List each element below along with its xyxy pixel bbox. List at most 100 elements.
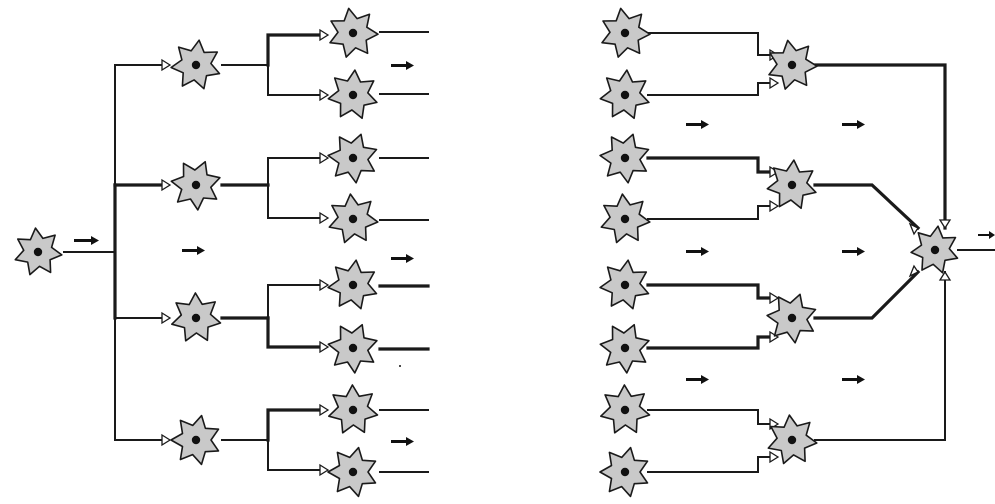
neuron-icon (599, 384, 651, 434)
synapse-icon (161, 311, 172, 325)
in-5 (646, 283, 772, 300)
arrow-right-icon (391, 61, 414, 70)
neuron-icon (327, 384, 379, 434)
synapse-icon (319, 88, 330, 102)
neuron-icon (767, 414, 818, 465)
mid-out-2 (813, 183, 921, 231)
fork-1a (266, 33, 322, 67)
arrow-right-icon (978, 231, 995, 239)
mid-out-4 (814, 271, 946, 441)
neuron-nucleus (348, 405, 358, 415)
neuron-nucleus (787, 313, 797, 323)
mid-out-3 (813, 269, 921, 320)
neuron-nucleus (191, 435, 201, 445)
neuron-nucleus (620, 343, 630, 353)
fork-2a (267, 157, 321, 186)
neuron-icon (599, 446, 649, 498)
neuron-icon (327, 323, 378, 374)
neuron-icon (327, 446, 377, 498)
neuron-icon (600, 193, 651, 244)
in-8 (647, 456, 771, 473)
in-2 (647, 82, 771, 96)
synapse-icon (769, 199, 780, 213)
neuron-icon (766, 293, 817, 344)
neuron-nucleus (620, 153, 630, 163)
neuron-nucleus (348, 214, 358, 224)
neuron-icon (599, 69, 650, 120)
synapse-icon (161, 58, 172, 72)
fork-3b (266, 316, 322, 349)
arrow-right-icon (842, 247, 865, 256)
fork-4a (266, 408, 322, 442)
convergence-arrows (686, 120, 995, 384)
synapse-icon (319, 278, 330, 292)
neuron-icon (768, 39, 818, 90)
neuron-nucleus (930, 245, 940, 255)
neuron-nucleus (620, 405, 630, 415)
neuron-nucleus (191, 60, 201, 70)
arrow-right-icon (391, 437, 414, 446)
divergence-synapses (161, 28, 330, 477)
neuron-nucleus (787, 60, 797, 70)
neuron-nucleus (620, 214, 630, 224)
arrow-right-icon (686, 247, 709, 256)
arrow-right-icon (182, 246, 205, 255)
neuron-icon (327, 259, 378, 310)
neuron-icon (328, 193, 379, 244)
neuron-nucleus (348, 467, 358, 477)
divergence-neurons (14, 7, 379, 498)
neuron-icon (601, 7, 651, 58)
convergence-panel (599, 7, 995, 498)
neuron-icon (327, 69, 378, 120)
synapse-icon (938, 270, 952, 281)
synapse-icon (769, 450, 780, 464)
in-6 (646, 335, 772, 350)
neuron-nucleus (620, 28, 630, 38)
divergence-panel (14, 7, 430, 498)
neuron-icon (599, 133, 650, 184)
synapse-icon (908, 264, 919, 278)
synapse-icon (319, 151, 330, 165)
in-7 (647, 409, 771, 425)
arrow-right-icon (686, 375, 709, 384)
neuron-icon (327, 133, 378, 184)
synapse-icon (769, 76, 780, 90)
synapse-icon (319, 463, 330, 477)
arrow-right-icon (686, 120, 709, 129)
neuron-icon (599, 323, 650, 374)
stray-dot (399, 365, 401, 367)
fork-2b (267, 184, 321, 219)
neuron-nucleus (33, 247, 43, 257)
synapse-icon (769, 330, 780, 344)
synapse-icon (769, 291, 780, 305)
neuron-nucleus (348, 280, 358, 290)
synapse-icon (938, 219, 952, 230)
neuron-icon (170, 160, 221, 211)
fork-4b (267, 439, 321, 471)
neuron-nucleus (191, 180, 201, 190)
neuron-nucleus (620, 467, 630, 477)
synapse-icon (319, 211, 330, 225)
neuron-nucleus (348, 343, 358, 353)
neuron-nucleus (348, 28, 358, 38)
neuron-icon (910, 225, 959, 274)
neuron-nucleus (348, 153, 358, 163)
neuron-icon (170, 414, 220, 466)
convergence-neurons (599, 7, 959, 498)
neuron-icon (171, 292, 222, 342)
synapse-icon (161, 433, 172, 447)
in-4 (647, 205, 771, 220)
fork-1b (267, 64, 321, 96)
synapse-icon (161, 178, 172, 192)
neuron-nucleus (620, 90, 630, 100)
neuron-nucleus (191, 313, 201, 323)
arrow-right-icon (842, 375, 865, 384)
divergence-arrows (74, 61, 414, 446)
mid-out-1 (813, 63, 947, 230)
neuron-icon (599, 259, 650, 310)
arrow-right-icon (842, 120, 865, 129)
arrow-right-icon (74, 236, 99, 245)
synapse-icon (908, 222, 919, 236)
